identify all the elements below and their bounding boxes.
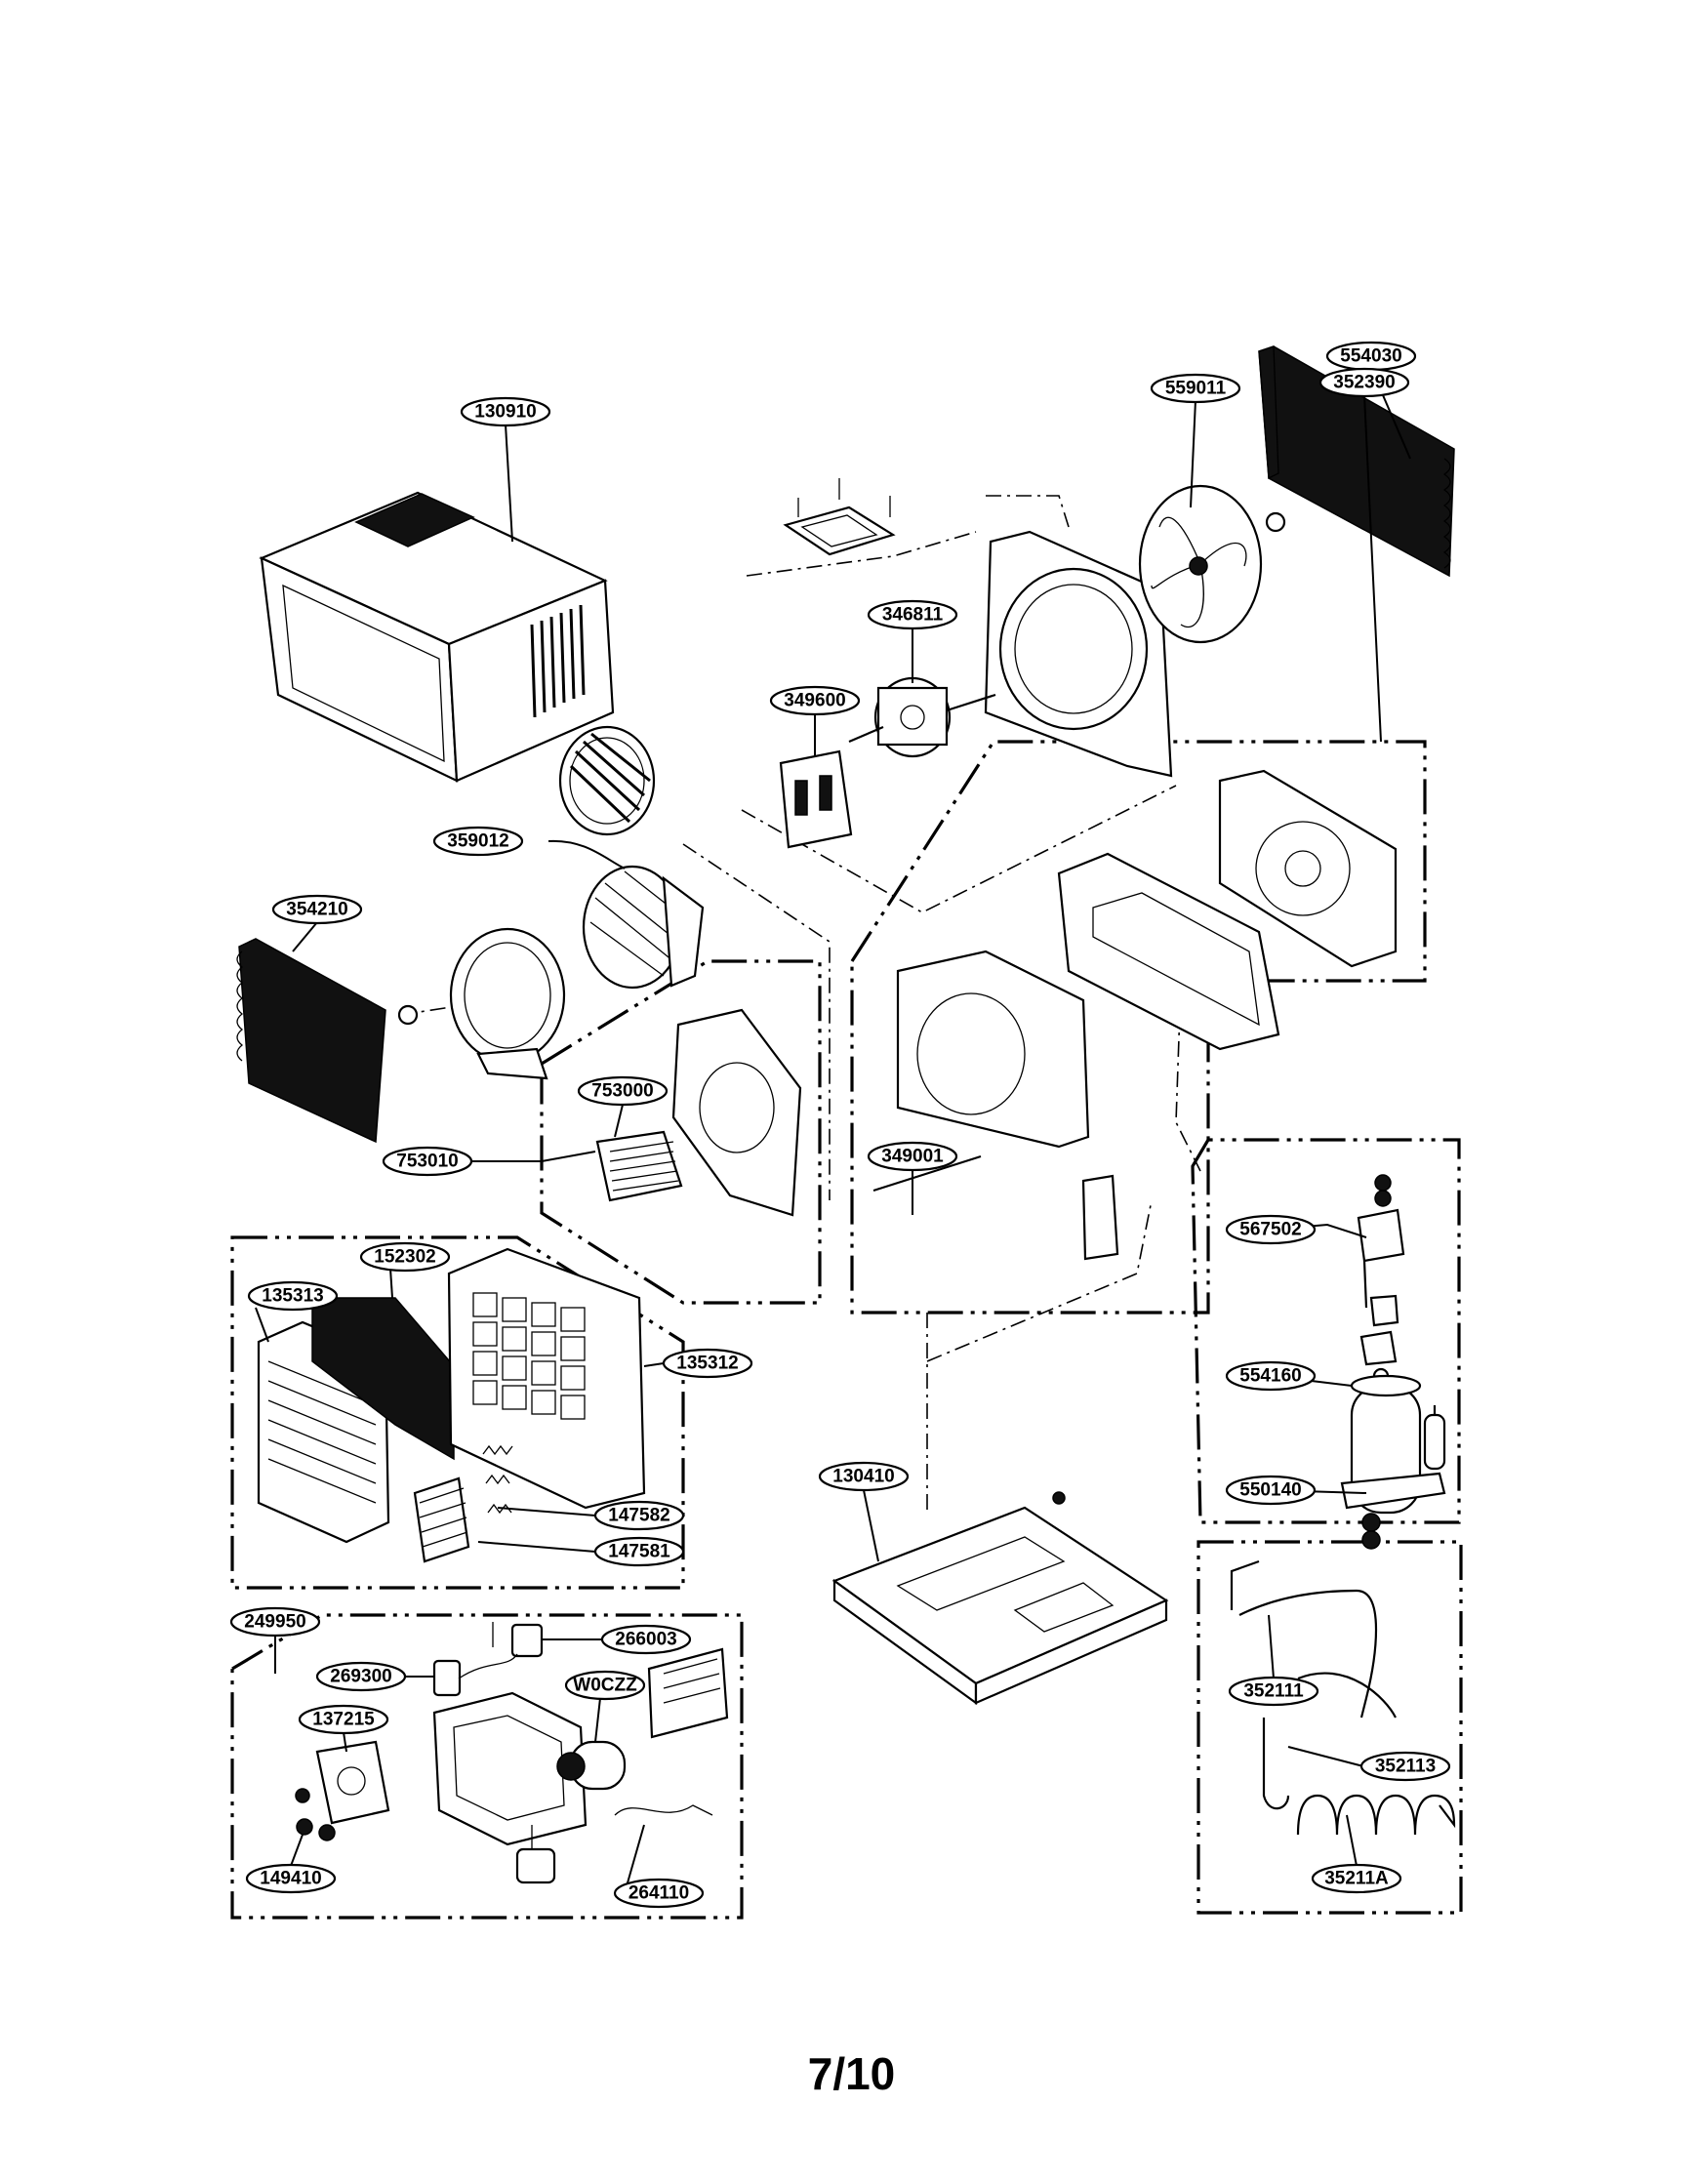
callout-349600: 349600 xyxy=(769,685,861,716)
svg-text:753000: 753000 xyxy=(591,1081,653,1102)
fan-motor xyxy=(848,676,996,758)
svg-text:567502: 567502 xyxy=(1239,1220,1301,1240)
svg-text:137215: 137215 xyxy=(312,1710,375,1730)
svg-text:346811: 346811 xyxy=(882,605,944,626)
control-box-assembly xyxy=(295,1622,729,1884)
condenser-coil xyxy=(1258,345,1455,578)
motor-mount xyxy=(779,749,853,849)
callout-352113: 352113 xyxy=(1359,1751,1451,1782)
blower-housing-plate xyxy=(595,1008,802,1217)
svg-text:359012: 359012 xyxy=(447,831,508,852)
evaporator-coil xyxy=(236,938,419,1144)
callout-359012: 359012 xyxy=(432,826,524,857)
callout-147581: 147581 xyxy=(593,1536,685,1567)
svg-text:149410: 149410 xyxy=(260,1869,321,1889)
svg-text:264110: 264110 xyxy=(628,1883,689,1904)
blower-wheel xyxy=(558,725,656,836)
callout-249950: 249950 xyxy=(229,1606,321,1638)
svg-text:554030: 554030 xyxy=(1340,346,1401,367)
group-border-compressor xyxy=(1191,1138,1461,1524)
assembly-link xyxy=(926,1199,1153,1362)
svg-text:130410: 130410 xyxy=(832,1467,894,1487)
callout-266003: 266003 xyxy=(600,1624,692,1655)
callout-352390: 352390 xyxy=(1318,367,1410,398)
callout-264110: 264110 xyxy=(613,1878,705,1909)
outer-cabinet xyxy=(259,491,615,783)
page-number: 7/10 xyxy=(807,2048,896,2099)
condenser-fan xyxy=(1138,484,1286,644)
svg-text:550140: 550140 xyxy=(1239,1480,1301,1501)
callout-346811: 346811 xyxy=(867,599,958,630)
callout-147582: 147582 xyxy=(593,1500,685,1531)
svg-text:266003: 266003 xyxy=(615,1630,676,1650)
callout-W0CZZ: W0CZZ xyxy=(564,1670,646,1701)
callout-130410: 130410 xyxy=(818,1461,910,1492)
blower-scroll xyxy=(449,927,566,1080)
svg-text:W0CZZ: W0CZZ xyxy=(573,1676,637,1696)
callout-554030: 554030 xyxy=(1325,341,1417,372)
svg-text:130910: 130910 xyxy=(474,402,536,423)
callout-550140: 550140 xyxy=(1225,1475,1317,1506)
callout-559011: 559011 xyxy=(1150,373,1241,404)
svg-text:269300: 269300 xyxy=(330,1667,391,1687)
svg-text:554160: 554160 xyxy=(1239,1366,1301,1387)
callout-567502: 567502 xyxy=(1225,1214,1317,1245)
callout-354210: 354210 xyxy=(271,894,363,925)
svg-text:349001: 349001 xyxy=(881,1147,944,1167)
svg-text:135312: 135312 xyxy=(676,1354,738,1374)
callout-35211A: 35211A xyxy=(1311,1863,1402,1894)
svg-text:349600: 349600 xyxy=(784,691,845,711)
assembly-link xyxy=(986,495,1070,528)
callout-152302: 152302 xyxy=(359,1241,451,1273)
callout-352111: 352111 xyxy=(1228,1676,1319,1707)
callout-149410: 149410 xyxy=(245,1863,337,1894)
callout-349001: 349001 xyxy=(867,1141,958,1172)
assembly-link xyxy=(746,531,977,577)
svg-text:352390: 352390 xyxy=(1333,373,1395,393)
refrigerant-tubing xyxy=(1230,1559,1456,1836)
callout-135313: 135313 xyxy=(247,1280,339,1312)
top-mount-plate xyxy=(783,478,896,556)
callout-753010: 753010 xyxy=(382,1146,473,1177)
svg-text:354210: 354210 xyxy=(286,900,347,920)
callout-269300: 269300 xyxy=(315,1661,407,1692)
svg-text:152302: 152302 xyxy=(374,1247,435,1268)
front-panel-assembly xyxy=(257,1247,646,1563)
svg-text:352113: 352113 xyxy=(1375,1757,1436,1777)
svg-text:147582: 147582 xyxy=(608,1506,669,1526)
group-border-blower-housing xyxy=(540,959,822,1305)
svg-text:135313: 135313 xyxy=(262,1286,323,1307)
svg-text:753010: 753010 xyxy=(396,1152,458,1172)
fan-shroud-assembly xyxy=(872,769,1398,1261)
compressor-assembly xyxy=(1340,1174,1446,1550)
blower-fan-ring xyxy=(582,865,705,990)
svg-text:352111: 352111 xyxy=(1243,1681,1304,1702)
svg-text:559011: 559011 xyxy=(1165,379,1227,399)
assembly-link xyxy=(682,843,831,1200)
group-border-tubing xyxy=(1196,1540,1463,1915)
callout-753000: 753000 xyxy=(577,1075,669,1107)
group-border-front-grille xyxy=(230,1235,685,1590)
svg-text:249950: 249950 xyxy=(244,1612,305,1633)
base-pan xyxy=(831,1491,1169,1706)
svg-text:147581: 147581 xyxy=(608,1542,670,1562)
svg-text:35211A: 35211A xyxy=(1324,1869,1389,1889)
callout-137215: 137215 xyxy=(298,1704,389,1735)
callout-135312: 135312 xyxy=(662,1348,753,1379)
callout-554160: 554160 xyxy=(1225,1360,1317,1392)
condenser-shroud xyxy=(984,530,1173,778)
callout-130910: 130910 xyxy=(460,396,551,427)
